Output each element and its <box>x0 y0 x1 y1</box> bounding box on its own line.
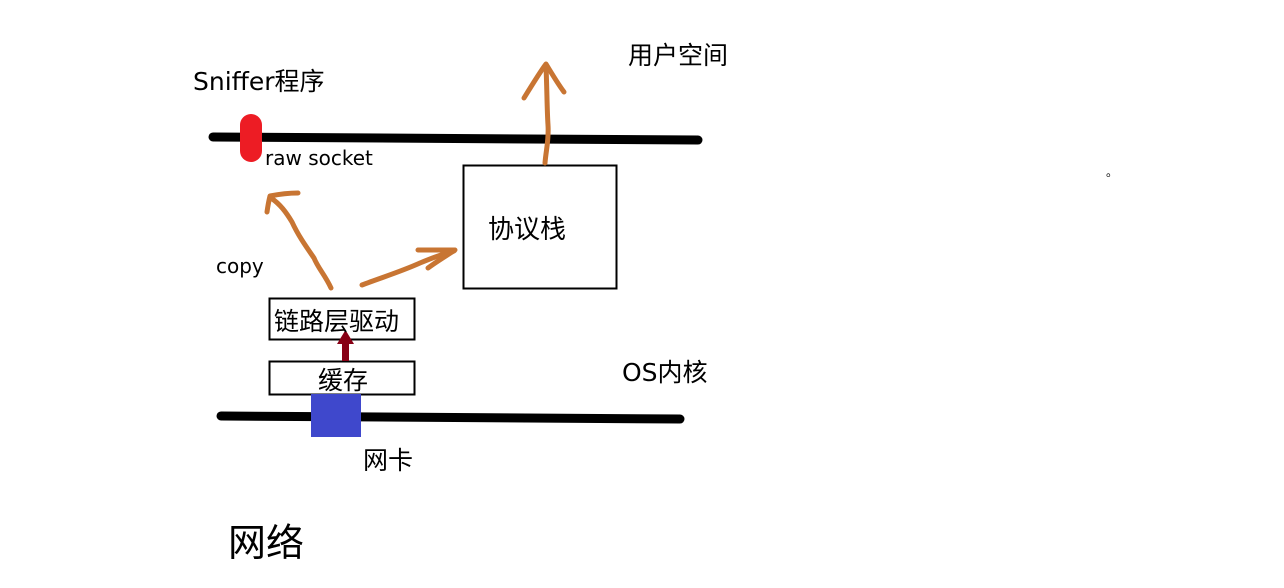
nic-block <box>311 394 361 437</box>
protocol-stack-box <box>462 164 618 290</box>
link-driver-box <box>268 297 416 341</box>
network-label: 网络 <box>228 521 304 565</box>
buffer-to-driver-arrow <box>337 330 354 361</box>
user-space-label: 用户空间 <box>628 41 728 70</box>
nic-label: 网卡 <box>363 446 413 475</box>
link-driver-label: 链路层驱动 <box>274 307 399 336</box>
driver-to-stack-arrow <box>359 247 458 288</box>
copy-label: copy <box>216 254 264 278</box>
kernel-network-boundary-line <box>216 411 685 424</box>
buffer-label: 缓存 <box>318 366 368 395</box>
copy-arrow <box>264 190 334 291</box>
protocol-stack-label: 协议栈 <box>488 215 566 245</box>
stray-mark: 。 <box>1106 165 1118 179</box>
user-kernel-boundary-line <box>208 132 703 145</box>
stack-to-user-arrow <box>521 61 567 166</box>
raw-socket-label: raw socket <box>265 146 373 170</box>
os-kernel-label: OS内核 <box>622 358 708 387</box>
sniffer-program-label: Sniffer程序 <box>193 67 325 96</box>
raw-socket-marker <box>240 114 262 162</box>
